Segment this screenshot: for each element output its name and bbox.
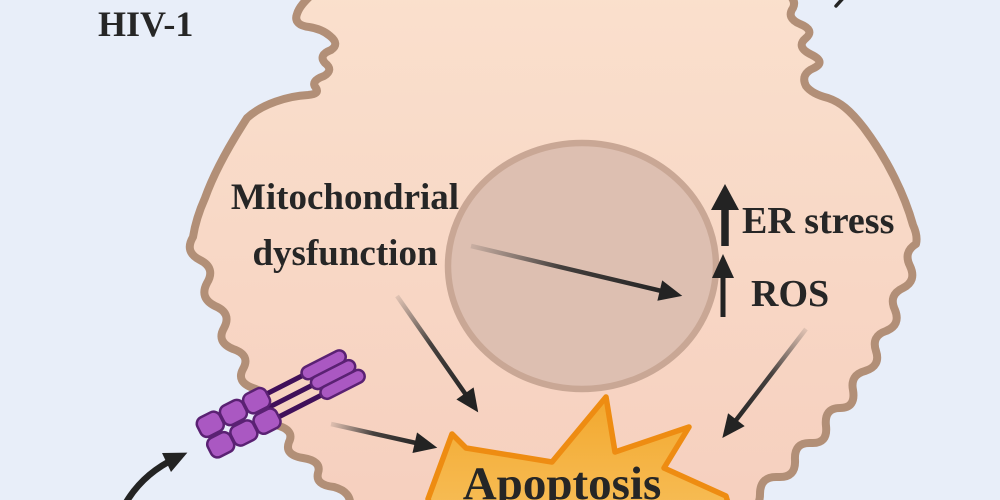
arrow-erstress-to-apoptosis xyxy=(722,327,808,438)
apoptosis-starburst xyxy=(425,394,731,500)
mitochondrial-dysfunction-line2: dysfunction xyxy=(252,233,438,274)
ros-label: ROS xyxy=(751,273,830,315)
clipped-arrow-fragment xyxy=(834,0,844,8)
mitochondrial-dysfunction-label: Mitochondrial dysfunction xyxy=(231,170,459,282)
er-stress-up-arrow-icon xyxy=(711,184,739,246)
apoptosis-label: Apoptosis xyxy=(462,458,662,500)
arrow-spike-to-apoptosis xyxy=(330,421,438,453)
arrow-mito-to-ros xyxy=(470,243,683,301)
arrow-mito-to-apoptosis xyxy=(395,294,479,413)
viral-spike-protein-icon xyxy=(195,349,366,459)
nucleus xyxy=(444,139,720,393)
virus-label: HIV-1 xyxy=(98,4,194,44)
ros-up-arrow-icon xyxy=(712,254,734,317)
mitochondrial-dysfunction-line1: Mitochondrial xyxy=(230,177,460,218)
er-stress-label: ER stress xyxy=(742,200,895,242)
arrow-curved-to-spike xyxy=(123,452,188,500)
